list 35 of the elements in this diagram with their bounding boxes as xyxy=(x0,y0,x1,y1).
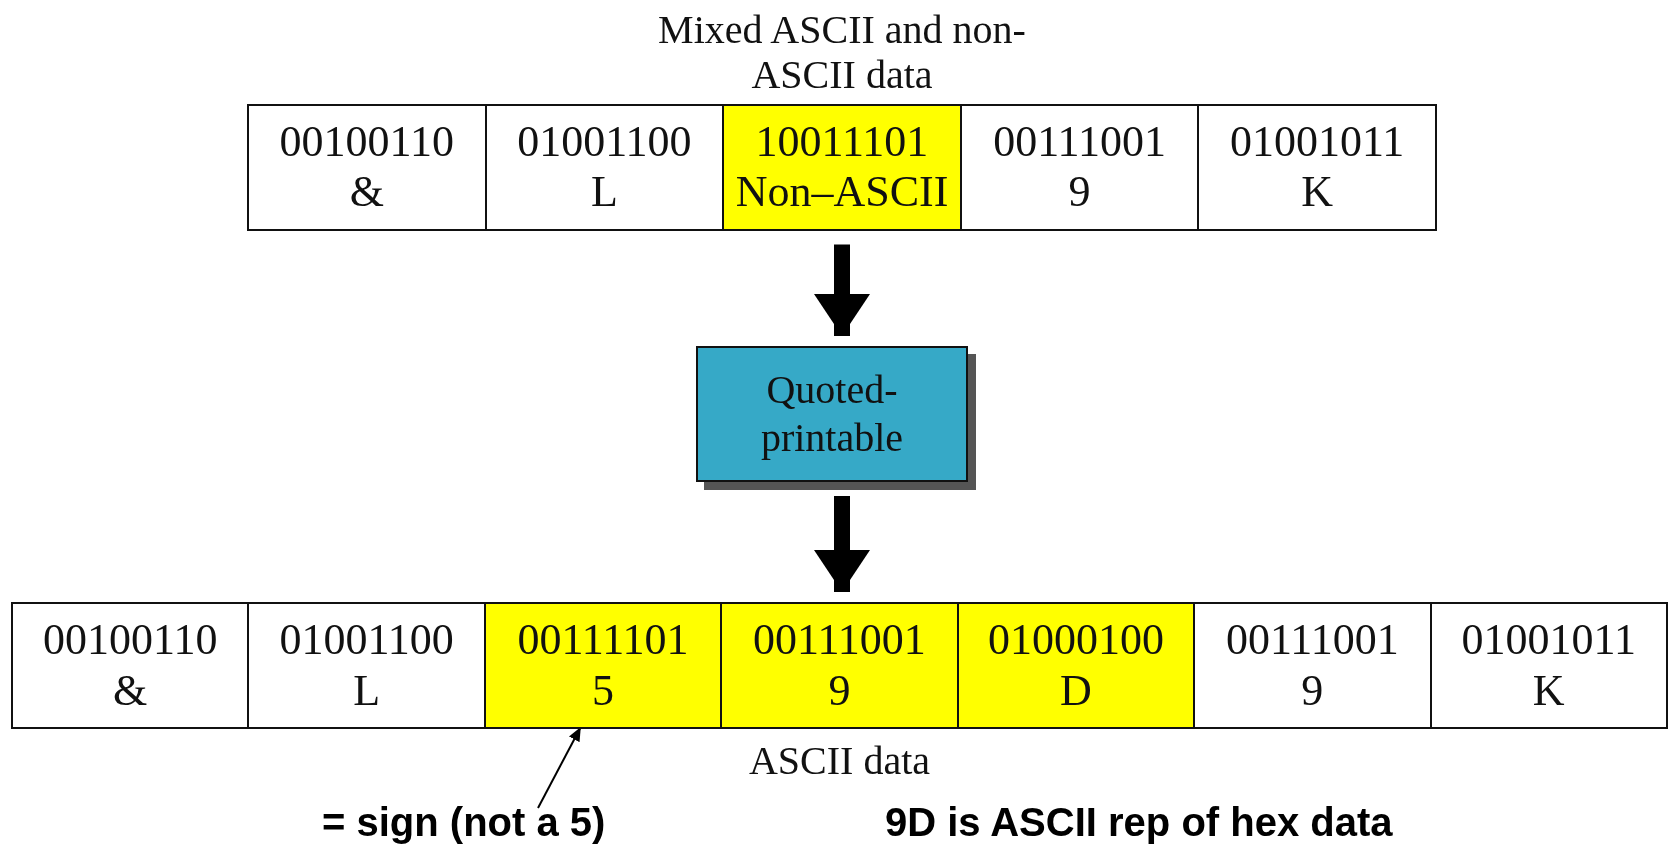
binary-code: 00111001 xyxy=(753,614,926,666)
binary-code: 01001011 xyxy=(1461,614,1636,666)
arrow xyxy=(814,244,870,336)
binary-code: 00111101 xyxy=(517,614,689,666)
character: D xyxy=(1060,665,1092,717)
binary-code: 01001011 xyxy=(1230,116,1405,168)
binary-code: 01000100 xyxy=(987,614,1164,666)
character: 9 xyxy=(828,665,851,717)
character: K xyxy=(1301,167,1334,218)
binary-code: 00111001 xyxy=(1225,614,1399,666)
note-text: 9D is ASCII rep of hex data xyxy=(885,800,1393,845)
binary-code: 01001100 xyxy=(517,116,692,168)
character: Non–ASCII xyxy=(735,167,949,218)
arrow xyxy=(814,496,870,592)
character: 9 xyxy=(1301,665,1324,717)
character: 5 xyxy=(592,665,615,717)
byte-cell xyxy=(722,105,960,229)
character: & xyxy=(113,665,148,717)
binary-code: 00100110 xyxy=(279,116,454,168)
byte-cell xyxy=(956,604,1194,727)
character: L xyxy=(353,665,381,717)
binary-code: 00111001 xyxy=(993,116,1166,168)
row-caption: ASCII data xyxy=(748,739,931,784)
binary-code: 10011101 xyxy=(755,116,929,168)
character: L xyxy=(590,167,618,218)
byte-cell xyxy=(720,604,957,727)
character: & xyxy=(349,167,384,218)
binary-code: 00100110 xyxy=(43,614,218,666)
binary-code: 01001100 xyxy=(279,614,454,666)
byte-cell xyxy=(483,604,721,727)
note-text: = sign (not a 5) xyxy=(322,800,606,845)
character: K xyxy=(1532,665,1565,717)
row-caption: Mixed ASCII and non-ASCII data xyxy=(657,8,1027,98)
character: 9 xyxy=(1068,167,1091,218)
leader-line xyxy=(537,726,582,809)
